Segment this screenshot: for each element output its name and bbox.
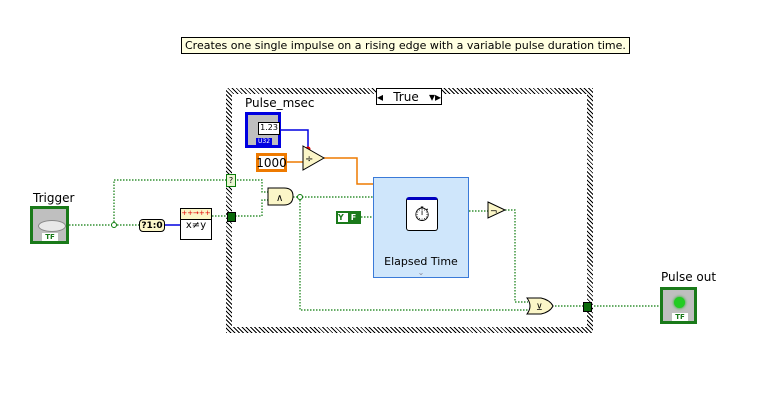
case-selector-value: True bbox=[393, 89, 419, 104]
case-selector[interactable]: ◂ True ▾▸ bbox=[376, 88, 442, 105]
type-badge: TF bbox=[42, 233, 58, 241]
pulse-msec-label: Pulse_msec bbox=[245, 96, 315, 110]
stopwatch-icon: ⏱ bbox=[406, 197, 438, 231]
trigger-label: Trigger bbox=[33, 191, 75, 205]
not-equal-label: x≠y bbox=[185, 220, 207, 231]
feedback-icon: ++→++ bbox=[181, 209, 211, 220]
bool-to-int-node[interactable]: ?1:0 bbox=[139, 219, 165, 232]
false-constant[interactable]: Y F bbox=[336, 211, 361, 224]
constant-1000[interactable]: 1000 bbox=[256, 153, 287, 172]
pulse-out-indicator: TF bbox=[660, 287, 697, 324]
toggle-icon bbox=[38, 220, 66, 232]
trigger-control[interactable]: TF bbox=[30, 206, 69, 244]
output-tunnel[interactable] bbox=[583, 302, 592, 312]
input-tunnel[interactable] bbox=[227, 212, 236, 222]
not-equal-node[interactable]: ++→++ x≠y bbox=[180, 208, 212, 240]
elapsed-time-label: Elapsed Time bbox=[384, 255, 458, 268]
pulse-out-label: Pulse out bbox=[661, 270, 717, 284]
pulse-msec-control[interactable]: 1.23 U32 bbox=[245, 112, 281, 148]
numeric-display: 1.23 bbox=[258, 122, 280, 135]
prev-case-arrow-icon[interactable]: ◂ bbox=[377, 89, 384, 104]
dropdown-arrow-icon[interactable]: ▾▸ bbox=[428, 89, 441, 104]
wire-trigger-branch bbox=[113, 179, 226, 225]
bool-icon: Y bbox=[338, 213, 344, 222]
type-badge: U32 bbox=[256, 138, 272, 145]
case-selector-tunnel[interactable]: ? bbox=[226, 174, 236, 187]
junction-dot bbox=[111, 222, 117, 228]
expand-chevron-icon[interactable]: ⌄ bbox=[417, 268, 425, 277]
elapsed-time-express-vi[interactable]: ⏱ Elapsed Time ⌄ bbox=[373, 177, 469, 278]
diagram-comment: Creates one single impulse on a rising e… bbox=[181, 37, 630, 54]
type-badge: TF bbox=[672, 313, 688, 321]
led-icon bbox=[674, 297, 685, 308]
